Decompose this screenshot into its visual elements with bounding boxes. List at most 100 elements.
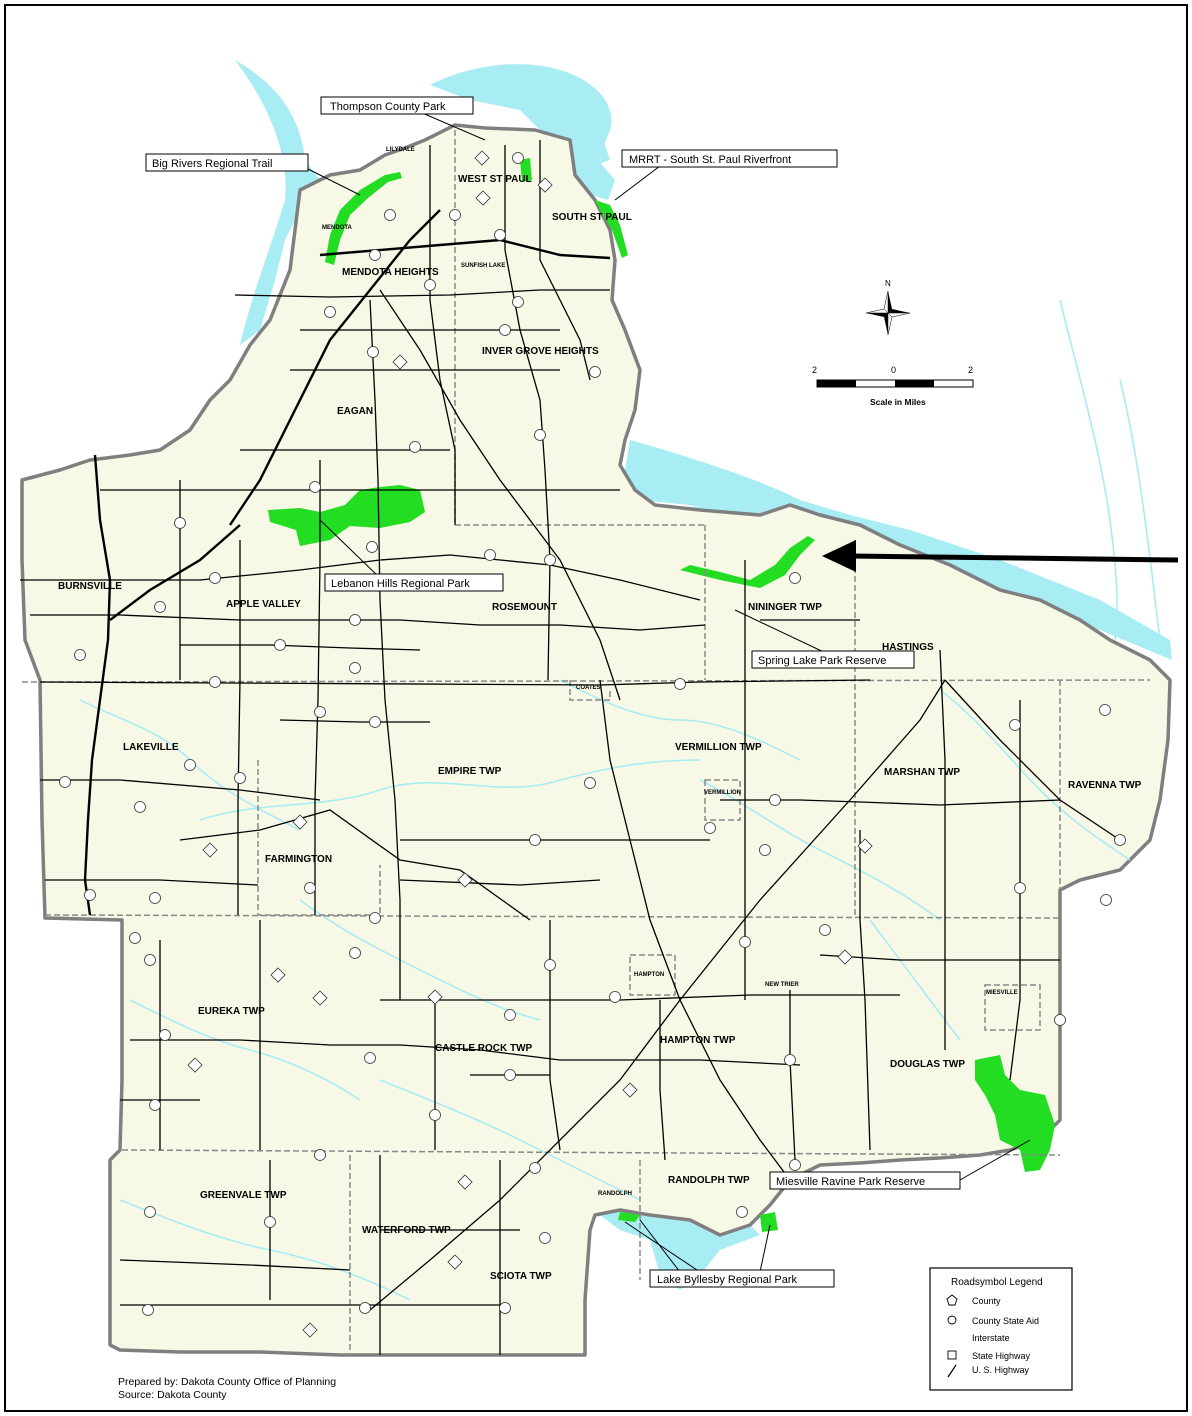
place-label: SCIOTA TWP xyxy=(490,1271,552,1282)
stream xyxy=(559,679,801,761)
callout-lebanon: Lebanon Hills Regional Park xyxy=(324,573,504,592)
spring-lake-park xyxy=(680,536,815,588)
arrow-pointer xyxy=(822,540,1179,572)
place-label: EUREKA TWP xyxy=(198,1006,265,1017)
roads xyxy=(20,140,1121,1355)
small-place-label: MIESVILLE xyxy=(986,990,1018,996)
north-river-channel xyxy=(580,100,610,165)
county-road-shield-icon xyxy=(292,814,308,830)
prepared-by-text: Prepared by: Dakota County Office of Pla… xyxy=(118,1376,337,1388)
road xyxy=(179,809,531,921)
county-road-shield-icon xyxy=(427,989,443,1005)
north-label: N xyxy=(885,279,891,288)
mississippi-river-west xyxy=(235,60,320,345)
county-state-aid-shield-icon xyxy=(209,676,221,688)
road xyxy=(279,719,430,723)
county-state-aid-shield-icon xyxy=(309,481,321,493)
county-state-aid-shield-icon xyxy=(144,1206,156,1218)
county-state-aid-shield-icon xyxy=(149,892,161,904)
county-state-aid-shield-icon xyxy=(424,279,436,291)
callout-byllesby-label: Lake Byllesby Regional Park xyxy=(657,1274,798,1286)
county-road-shield-icon xyxy=(302,1322,318,1338)
boundary-line xyxy=(704,779,741,821)
road xyxy=(119,1259,351,1271)
road xyxy=(30,614,706,631)
small-place-label: RANDOLPH xyxy=(598,1191,632,1197)
county-state-aid-shield-icon xyxy=(784,1054,796,1066)
legend-item: County State Aid xyxy=(972,1316,1039,1326)
place-label: EMPIRE TWP xyxy=(438,766,502,777)
road xyxy=(399,879,601,886)
place-label: ROSEMOUNT xyxy=(492,602,557,613)
county-state-aid-shield-icon xyxy=(789,1159,801,1171)
stream xyxy=(379,1079,641,1201)
county-state-aid-shield-icon xyxy=(769,794,781,806)
road xyxy=(599,679,791,1181)
place-label: RAVENNA TWP xyxy=(1068,780,1142,791)
county-state-aid-shield-icon xyxy=(369,249,381,261)
boundary-line xyxy=(121,1149,1061,1156)
byllesby-park xyxy=(618,1212,778,1232)
county-state-aid-shield-icon xyxy=(154,601,166,613)
county-state-aid-shield-icon xyxy=(584,777,596,789)
stream xyxy=(1119,379,1161,641)
road xyxy=(944,679,1121,841)
county-state-aid-shield-icon xyxy=(674,678,686,690)
county-state-aid-shield-icon xyxy=(369,912,381,924)
county-state-aid-shield-icon xyxy=(84,889,96,901)
callout-thompson-label: Thompson County Park xyxy=(330,101,446,113)
road xyxy=(819,954,1060,961)
place-label: MENDOTA HEIGHTS xyxy=(342,267,439,278)
road xyxy=(549,920,561,1151)
county-road-shield-icon xyxy=(622,1082,638,1098)
scale-tick: 2 xyxy=(968,365,973,375)
road xyxy=(314,460,321,915)
county-state-aid-shield-icon xyxy=(74,649,86,661)
county-road-shield-icon xyxy=(312,990,328,1006)
road xyxy=(180,644,421,651)
place-label: BURNSVILLE xyxy=(58,581,122,592)
county-state-aid-shield-icon xyxy=(349,614,361,626)
scale-tick: 0 xyxy=(891,365,896,375)
callout-bigrivers-label: Big Rivers Regional Trail xyxy=(152,158,272,170)
scale-label: Scale in Miles xyxy=(870,397,926,407)
small-place-label: VERMILLION xyxy=(704,790,741,796)
county-state-aid-shield-icon xyxy=(704,822,716,834)
county-state-aid-shield-icon xyxy=(544,554,556,566)
road xyxy=(1009,700,1021,1081)
county-state-aid-shield-icon xyxy=(174,517,186,529)
road-legend: Roadsymbol Legend County County State Ai… xyxy=(929,1267,1073,1391)
county-road-shield-icon xyxy=(475,190,491,206)
big-rivers-trail xyxy=(325,172,402,265)
county-state-aid-shield-icon xyxy=(529,1162,541,1174)
legend-item: State Highway xyxy=(972,1351,1031,1361)
small-place-label: LILYDALE xyxy=(386,147,415,153)
place-label: GREENVALE TWP xyxy=(200,1190,287,1201)
place-label: HAMPTON TWP xyxy=(660,1035,736,1046)
small-place-label: SUNFISH LAKE xyxy=(461,263,505,269)
place-label: CASTLE ROCK TWP xyxy=(435,1043,533,1054)
boundary-line xyxy=(21,679,1151,683)
stream xyxy=(199,759,701,821)
county-state-aid-shield-icon xyxy=(484,549,496,561)
county-state-aid-shield-icon xyxy=(129,932,141,944)
county-state-aid-shield-icon xyxy=(367,346,379,358)
county-road-shield-icon xyxy=(457,1174,473,1190)
road xyxy=(130,1039,801,1066)
circle-icon xyxy=(947,1315,957,1325)
place-label: WATERFORD TWP xyxy=(362,1225,451,1236)
boundary-line xyxy=(984,984,1041,1031)
county-state-aid-shield-icon xyxy=(369,716,381,728)
county-state-aid-shield-icon xyxy=(142,1304,154,1316)
legend-title: Roadsymbol Legend xyxy=(951,1277,1043,1288)
county-state-aid-shield-icon xyxy=(429,1109,441,1121)
county-state-aid-shield-icon xyxy=(609,991,621,1003)
county-state-aid-shield-icon xyxy=(449,209,461,221)
place-labels: WEST ST PAUL SOUTH ST PAUL MENDOTA HEIGH… xyxy=(58,174,1142,1282)
county-state-aid-shield-icon xyxy=(274,639,286,651)
legend-item: County xyxy=(972,1296,1001,1306)
interstate-35 xyxy=(83,454,112,916)
county-state-aid-shield-icon xyxy=(499,1302,511,1314)
county-land xyxy=(20,123,1172,1357)
